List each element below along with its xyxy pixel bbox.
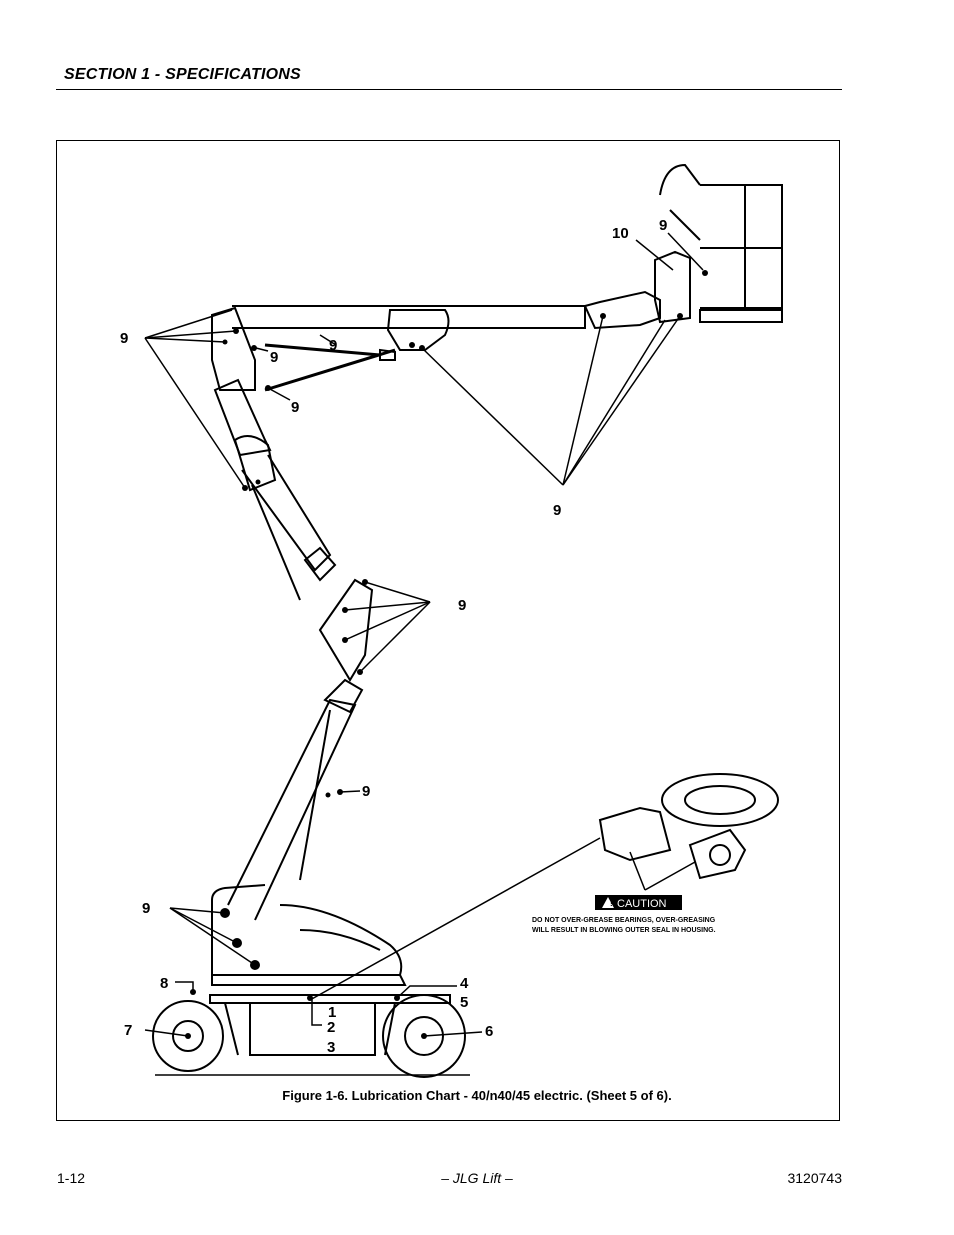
callout-2: 2	[327, 1019, 335, 1036]
header-rule	[56, 89, 842, 90]
callout-5: 5	[460, 994, 468, 1011]
footer-publisher: – JLG Lift –	[441, 1170, 513, 1186]
callout-8: 8	[160, 975, 168, 992]
callout-9: 9	[553, 502, 561, 519]
caution-label-box	[595, 895, 682, 910]
svg-text:!: !	[610, 899, 613, 908]
callout-9: 9	[291, 399, 299, 416]
callout-7: 7	[124, 1022, 132, 1039]
callout-9: 9	[142, 900, 150, 917]
callout-6: 6	[485, 1023, 493, 1040]
callout-9: 9	[120, 330, 128, 347]
caution-notice: ! CAUTION DO NOT OVER-GREASE BEARINGS, O…	[532, 895, 716, 934]
warning-triangle-icon	[602, 897, 614, 908]
callout-9: 9	[329, 337, 337, 354]
callout-4: 4	[460, 975, 469, 992]
leader-lines	[144, 232, 704, 1037]
lift-illustration	[152, 163, 783, 1078]
page-number: 1-12	[57, 1170, 86, 1186]
document-number: 3120743	[787, 1170, 842, 1186]
callout-9: 9	[458, 597, 466, 614]
callout-9: 9	[270, 349, 278, 366]
section-header: SECTION 1 - SPECIFICATIONS	[64, 66, 301, 83]
figure-frame	[56, 140, 840, 1121]
callout-3: 3	[327, 1039, 335, 1056]
callout-9: 9	[362, 783, 370, 800]
caution-line-2: WILL RESULT IN BLOWING OUTER SEAL IN HOU…	[532, 927, 716, 934]
caution-label: CAUTION	[617, 898, 667, 910]
callout-1: 1	[328, 1004, 336, 1021]
grease-fittings	[185, 270, 708, 1039]
callout-10: 10	[612, 225, 629, 242]
caution-line-1: DO NOT OVER-GREASE BEARINGS, OVER-GREASI…	[532, 917, 716, 924]
figure-caption: Figure 1-6. Lubrication Chart - 40/n40/4…	[282, 1088, 672, 1103]
callout-9: 9	[659, 217, 667, 234]
